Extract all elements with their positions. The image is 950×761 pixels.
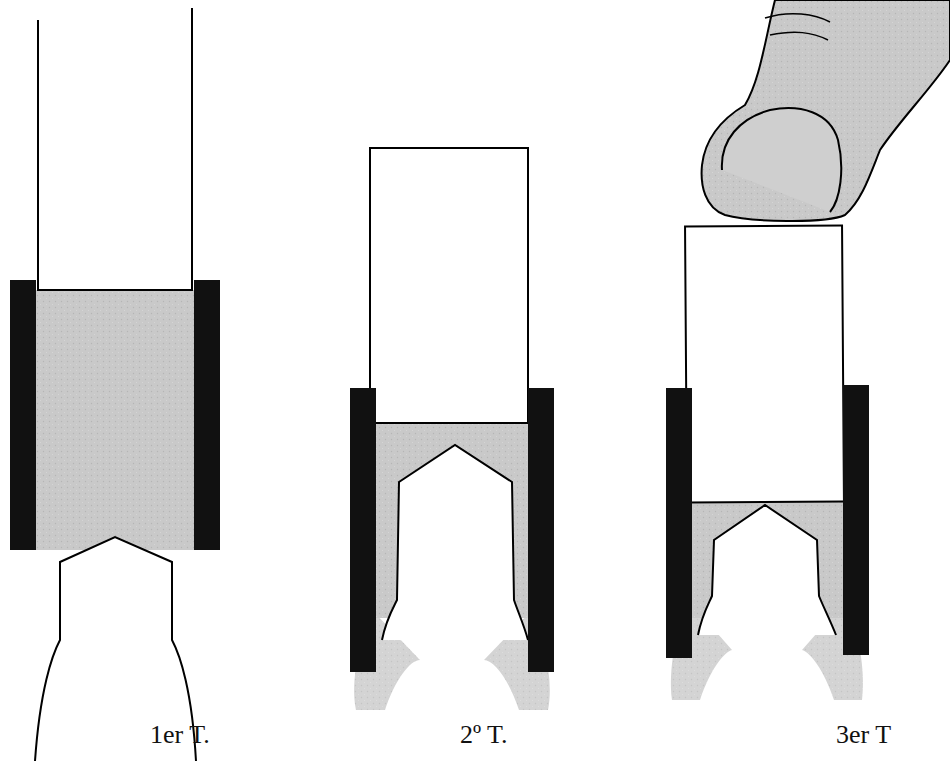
panel-two xyxy=(350,148,554,710)
panel-one xyxy=(10,8,220,761)
stage-label: 2º T. xyxy=(460,722,508,748)
stage-label: 3er T xyxy=(836,722,891,748)
stage-label: 1er T. xyxy=(150,722,210,748)
panel-three xyxy=(666,0,950,700)
